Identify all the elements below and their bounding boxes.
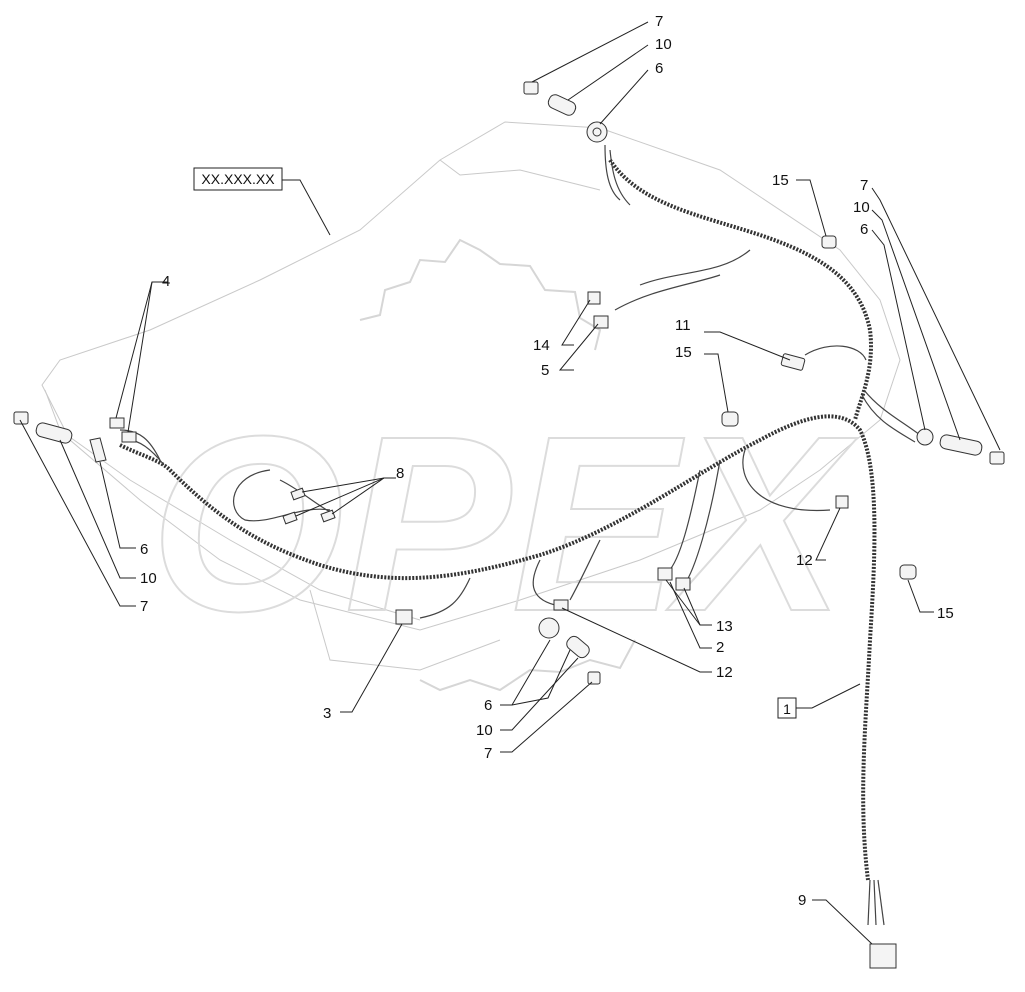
part-box-group: 1: [777, 683, 861, 719]
label-2: 2: [716, 639, 724, 656]
reference-box-text: XX.XXX.XX: [201, 171, 275, 187]
seal-part-10-right: [939, 434, 983, 456]
leader-lines: [19, 21, 1001, 945]
label-part-4b: [121, 431, 137, 443]
terminal-part-8b: [282, 511, 298, 525]
label-15-mid: 15: [675, 344, 692, 361]
part-box-text: 1: [783, 701, 791, 717]
label-7-right: 7: [860, 177, 868, 194]
label-11: 11: [675, 317, 691, 334]
connector-part-2: [657, 567, 673, 581]
label-10-bottom: 10: [476, 722, 493, 739]
reference-box-group: XX.XXX.XX: [193, 167, 331, 236]
grommet-part-6-left: [89, 437, 107, 463]
label-4: 4: [162, 273, 170, 290]
main-harness-cable: [119, 158, 877, 881]
label-5: 5: [541, 362, 549, 379]
label-15-top: 15: [772, 172, 789, 189]
seal-part-10-bottom: [566, 635, 590, 659]
grommet-part-6-right: [916, 428, 934, 446]
label-3: 3: [323, 705, 331, 722]
parts: [13, 81, 1005, 969]
terminal-part-8c: [320, 509, 336, 523]
connector-part-12-bottom: [553, 599, 569, 611]
connector-part-9: [869, 943, 897, 969]
label-14: 14: [533, 337, 550, 354]
label-10-left: 10: [140, 570, 157, 587]
label-13: 13: [716, 618, 733, 635]
connector-part-7-right: [989, 451, 1005, 465]
connector-part-13: [675, 577, 691, 591]
label-6-bottom: 6: [484, 697, 492, 714]
branch-wires: [119, 144, 921, 926]
grommet-part-15-right: [899, 564, 917, 580]
label-7-bottom: 7: [484, 745, 492, 762]
label-15-right: 15: [937, 605, 954, 622]
grommet-part-15-top: [821, 235, 837, 249]
label-6-right: 6: [860, 221, 868, 238]
grommet-part-15-mid: [721, 411, 739, 427]
watermark: OPEX: [149, 238, 859, 692]
connector-part-7-bottom: [587, 671, 601, 685]
label-7-top: 7: [655, 13, 663, 30]
label-7-left: 7: [140, 598, 148, 615]
label-12-right: 12: [796, 552, 813, 569]
seal-part-10-top: [547, 94, 577, 116]
connector-part-3: [395, 609, 413, 625]
label-6-left: 6: [140, 541, 148, 558]
connector-part-11: [780, 353, 806, 371]
reference-box: [193, 167, 283, 191]
label-6-top: 6: [655, 60, 663, 77]
connector-part-14: [587, 291, 601, 305]
label-10-right: 10: [853, 199, 870, 216]
label-part-4a: [109, 417, 125, 429]
label-10-top: 10: [655, 36, 672, 53]
connector-part-7-left: [13, 411, 29, 425]
label-12-bottom: 12: [716, 664, 733, 681]
roof-panel-outline: [41, 121, 901, 671]
seal-part-10-left: [35, 422, 73, 444]
connector-part-12-right: [835, 495, 849, 509]
callout-labels: 7 10 6 15 7 10 6 4 14 5 11 15 8 6 10 7 1…: [140, 13, 954, 909]
connector-part-7-top: [523, 81, 539, 95]
label-8: 8: [396, 465, 404, 482]
label-9: 9: [798, 892, 806, 909]
grommet-part-6-bottom: [538, 617, 560, 639]
watermark-text: OPEX: [150, 384, 858, 663]
